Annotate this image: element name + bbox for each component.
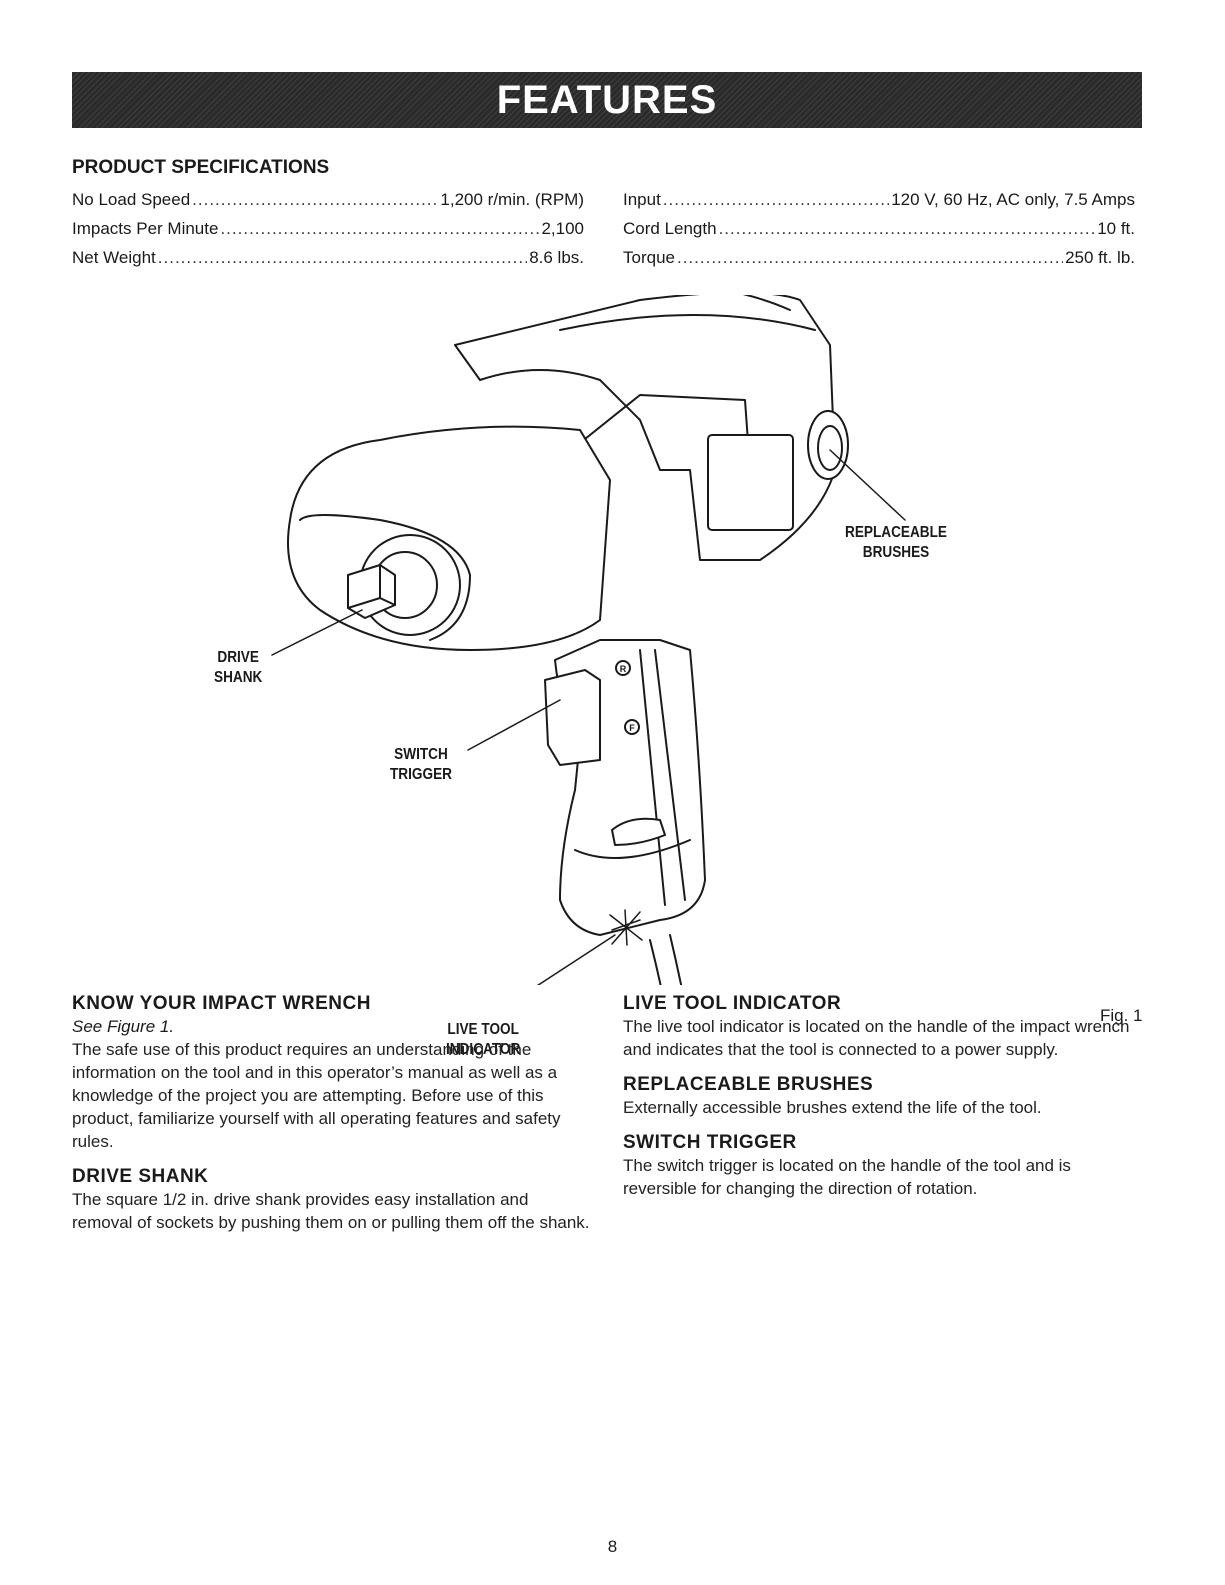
reverse-stamp bbox=[615, 660, 631, 676]
dot-leader: ........................................… bbox=[157, 248, 527, 267]
section-heading: REPLACEABLE BRUSHES bbox=[623, 1074, 874, 1095]
section-heading: KNOW YOUR IMPACT WRENCH bbox=[72, 993, 371, 1014]
spec-label: No Load Speed bbox=[72, 190, 191, 209]
spec-value: 2,100 bbox=[541, 219, 584, 238]
spec-row: No Load Speed ..........................… bbox=[72, 190, 584, 219]
impact-wrench-figure: R F DRIVE SHANK SWITCH TRIGGER LIVE TOOL… bbox=[0, 279, 1225, 1116]
callout-replaceable-brushes: REPLACEABLE BRUSHES bbox=[845, 523, 947, 563]
vent-window bbox=[707, 434, 794, 531]
spec-row: Torque .................................… bbox=[623, 248, 1135, 277]
callout-live-tool-indicator: LIVE TOOL INDICATOR bbox=[446, 1020, 520, 1060]
grip-lower-line bbox=[574, 839, 691, 859]
callout-switch-trigger: SWITCH TRIGGER bbox=[390, 745, 452, 785]
section-heading: DRIVE SHANK bbox=[72, 1166, 209, 1187]
page-number: 8 bbox=[607, 1537, 618, 1556]
callout-line: TRIGGER bbox=[390, 766, 452, 783]
impact-wrench-illustration: R F bbox=[271, 279, 906, 1116]
spec-label: Cord Length bbox=[623, 219, 717, 238]
brush-cap-inner bbox=[817, 425, 843, 471]
spec-row: Net Weight .............................… bbox=[72, 248, 584, 277]
callout-line: SWITCH bbox=[394, 746, 448, 763]
section-body: The square 1/2 in. drive shank provides … bbox=[72, 1190, 590, 1232]
forward-stamp bbox=[624, 719, 640, 735]
callout-drive-shank: DRIVE SHANK bbox=[214, 648, 262, 688]
handle-grip-line bbox=[639, 649, 666, 906]
figure-reference: See Figure 1. bbox=[72, 1017, 175, 1036]
leader-live-tool bbox=[499, 934, 616, 1011]
callout-line: BRUSHES bbox=[862, 544, 930, 561]
spec-row: Cord Length ............................… bbox=[623, 219, 1135, 248]
spec-column-left: No Load Speed ..........................… bbox=[72, 190, 584, 277]
live-indicator-glow bbox=[609, 909, 643, 946]
section-body: The safe use of this product requires an… bbox=[72, 1040, 561, 1151]
spec-value: 250 ft. lb. bbox=[1065, 248, 1135, 267]
leader-brushes bbox=[829, 449, 906, 521]
dot-leader: ........................................… bbox=[220, 219, 540, 238]
callout-line: SHANK bbox=[214, 669, 263, 686]
spec-label: Impacts Per Minute bbox=[72, 219, 219, 238]
spec-label: Torque bbox=[623, 248, 675, 267]
housing-ridge-mid bbox=[559, 314, 816, 331]
dot-leader: ........................................… bbox=[662, 190, 889, 209]
text-column-right: LIVE TOOL INDICATOR The live tool indica… bbox=[623, 992, 1143, 1200]
section-body: The switch trigger is located on the han… bbox=[623, 1156, 1071, 1198]
brush-cap bbox=[807, 410, 849, 480]
nose-ring-outer bbox=[299, 514, 471, 641]
grip-window bbox=[611, 817, 666, 846]
spec-value: 120 V, 60 Hz, AC only, 7.5 Amps bbox=[891, 190, 1135, 209]
spec-row: Impacts Per Minute .....................… bbox=[72, 219, 584, 248]
spec-row: Input ..................................… bbox=[623, 190, 1135, 219]
forward-stamp-letter: F bbox=[629, 723, 635, 733]
spec-value: 8.6 lbs. bbox=[529, 248, 584, 267]
figure-label: Fig. 1 bbox=[1100, 1006, 1143, 1025]
spec-label: Net Weight bbox=[72, 248, 156, 267]
dot-leader: ........................................… bbox=[676, 248, 1063, 267]
power-cord bbox=[649, 934, 706, 1116]
spec-label: Input bbox=[623, 190, 661, 209]
section-body: The live tool indicator is located on th… bbox=[623, 1017, 1130, 1059]
leader-switch-trigger bbox=[467, 699, 561, 751]
dot-leader: ........................................… bbox=[192, 190, 439, 209]
spec-heading: PRODUCT SPECIFICATIONS bbox=[72, 157, 330, 178]
spec-column-right: Input ..................................… bbox=[623, 190, 1135, 277]
dot-leader: ........................................… bbox=[718, 219, 1096, 238]
callout-line: LIVE TOOL bbox=[447, 1021, 519, 1038]
section-heading: LIVE TOOL INDICATOR bbox=[623, 993, 842, 1014]
banner-title: FEATURES bbox=[496, 77, 718, 122]
section-body: Externally accessible brushes extend the… bbox=[623, 1098, 1042, 1117]
spec-value: 10 ft. bbox=[1097, 219, 1135, 238]
section-heading: SWITCH TRIGGER bbox=[623, 1132, 797, 1153]
leader-drive-shank bbox=[271, 609, 363, 656]
callout-line: INDICATOR bbox=[446, 1041, 521, 1058]
features-banner: FEATURES bbox=[72, 72, 1142, 128]
text-column-left: KNOW YOUR IMPACT WRENCH See Figure 1. Th… bbox=[72, 992, 592, 1234]
callout-line: REPLACEABLE bbox=[845, 524, 948, 541]
handle-grip-line-2 bbox=[654, 649, 686, 901]
trigger bbox=[544, 669, 601, 766]
callout-line: DRIVE bbox=[217, 649, 259, 666]
reverse-stamp-letter: R bbox=[620, 664, 627, 674]
spec-value: 1,200 r/min. (RPM) bbox=[440, 190, 584, 209]
